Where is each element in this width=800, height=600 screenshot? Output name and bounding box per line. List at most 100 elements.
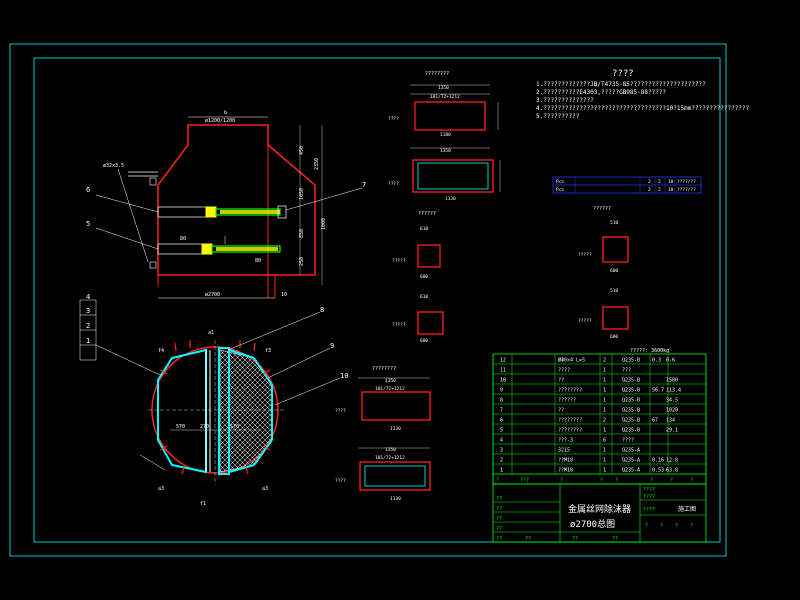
detail-3-box [417, 244, 441, 268]
front-dim-r5: 2350 [314, 158, 320, 170]
detail-5-title: ???????? [372, 366, 396, 372]
bom-cell: Q235-A [622, 468, 640, 474]
bom-cell: Ø40x4 L=5 [558, 357, 585, 364]
detail-1-title: ???????? [425, 71, 449, 77]
detail-5-dim-2: 1130 [390, 426, 401, 432]
detail-3-dim-0: 610 [420, 226, 428, 232]
tb-label-0: ?? [496, 496, 502, 502]
plan-callout-9: 9 [330, 342, 334, 350]
tb-label-5: ?? [525, 536, 531, 542]
bom-cell: 113.4 [666, 388, 681, 394]
detail-6-label: ???? [335, 478, 346, 484]
front-dim-r3: 250 [299, 257, 305, 266]
detail-6-box [359, 461, 431, 491]
detail-7-label: ????? [578, 252, 592, 258]
plan-dim-2: 570 [230, 424, 239, 430]
tb-sheet-3: ? [690, 523, 693, 529]
nozzle-r1-c3: 2 [658, 179, 661, 185]
tb-stage-label: ???? [643, 507, 655, 513]
details-column-1: ???????? 1350 101/72+1212 ???? 1180 1350… [388, 71, 501, 344]
plan-callout-3: 3 [86, 307, 90, 315]
detail-8-dim-1: 600 [610, 334, 618, 340]
tb-bottom-0: ?? [572, 536, 578, 542]
front-bottom-right-dim: 10 [281, 292, 287, 298]
detail-8-box [602, 306, 629, 330]
front-callout-5: 5 [86, 220, 90, 228]
bom-cell: 8 [500, 398, 503, 404]
plan-dim-0: 570 [176, 424, 185, 430]
bom-cell: ?? [558, 378, 564, 384]
nozzle-r2-c4: 10 [668, 187, 674, 193]
bom-cell: 3215 [558, 448, 570, 454]
bom-cell: ?? [558, 358, 564, 364]
plan-hatch-area [219, 349, 273, 473]
nozzle-r1-c5: ????/?? [677, 179, 696, 185]
notes-line-5: 5.?????????? [536, 113, 580, 120]
detail-5-dim-1: 101/72+1212 [375, 386, 405, 392]
detail-3-title: ?????? [418, 211, 436, 217]
front-top-dim: b [224, 110, 227, 116]
detail-2-dim-0: 1350 [440, 148, 451, 154]
bom-cell: Q235-B [622, 388, 640, 394]
detail-6-dim-0: 1350 [385, 447, 396, 453]
bom-cell: 5 [500, 428, 503, 434]
bom-cell: 34.5 [666, 398, 678, 404]
bom-cell: Q235-B [622, 408, 640, 414]
nozzle-r2-c0: Pcs [556, 187, 564, 193]
bom-cell: 3 [500, 448, 503, 454]
bom-cell: 56.7 [652, 388, 664, 394]
bom-header-note: ?????: 3600kg [630, 348, 669, 354]
front-inner-dim-1: 80 [255, 258, 261, 264]
plan-label-top: a1 [208, 330, 214, 336]
detail-8-label: ????? [578, 318, 592, 324]
plan-label-right: f3 [265, 348, 271, 354]
nozzle-r1-c4: 10 [668, 179, 674, 185]
front-callout-6: 6 [86, 186, 90, 194]
bom-cell: 134 [666, 418, 675, 424]
details-column-3: Pcs 2 2 10 ????/?? Pcs 2 2 10 ????/?? ??… [552, 176, 702, 340]
detail-1-dim-1: 101/72+1212 [430, 94, 460, 100]
bom-cell: 12.8 [666, 458, 678, 464]
detail-1-label: ???? [388, 116, 399, 122]
notes-line-2: 2.??????????E4303,?????GB985-88????? [536, 89, 666, 96]
bom-footer-header: ? [615, 478, 618, 484]
bom-cell: 1 [603, 458, 606, 464]
notes-line-3: 3.?????????????? [536, 97, 594, 104]
bom-cell: 63.8 [666, 468, 678, 474]
bom-footer-header: ? [560, 478, 563, 484]
detail-6-dim-2: 1130 [390, 496, 401, 502]
bom-cell: 1 [603, 448, 606, 454]
tb-stage: 施工图 [678, 505, 696, 513]
front-dim-r4: 1000 [321, 218, 327, 230]
bom-cell: Q235-B [622, 398, 640, 404]
nozzle-r2-c5: ????/?? [677, 187, 696, 193]
inner-frame [33, 57, 721, 543]
detail-4-label: ????? [392, 322, 406, 328]
bom-cell: 2 [603, 358, 606, 364]
bom-cell: 2 [603, 418, 606, 424]
bom-footer-header: ? [650, 478, 653, 484]
detail-5-label: ???? [335, 408, 346, 414]
plan-callout-4: 4 [86, 293, 90, 301]
detail-3-dim-1: 600 [420, 274, 428, 280]
bom-cell: ?? [558, 408, 564, 414]
bom-cell: ?????? [558, 398, 576, 404]
front-inner-dim-0: 80 [180, 236, 186, 242]
front-view: b ø1200/1200 ø32x3.5 6 5 7 450 1050 850 … [86, 110, 366, 299]
detail-7-title: ?????? [593, 206, 611, 212]
plan-left-frame [157, 348, 207, 474]
bom-cell: 1 [500, 468, 503, 474]
bom-cell: 7 [500, 408, 503, 414]
bom-cell: 1580 [666, 378, 678, 384]
detail-4-box [417, 311, 444, 335]
tb-sheet-1: ? [660, 523, 663, 529]
bom-cell: 2 [500, 458, 503, 464]
detail-8-dim-0: 510 [610, 288, 618, 294]
bom-cell: Q235-A [622, 458, 640, 464]
tb-right-top: ???? [643, 487, 655, 493]
tb-right-mid: ???? [643, 494, 655, 500]
bom-cell: 1 [603, 468, 606, 474]
bom-footer-header: ? [600, 478, 603, 484]
bom-cell: ??M18 [558, 458, 573, 464]
